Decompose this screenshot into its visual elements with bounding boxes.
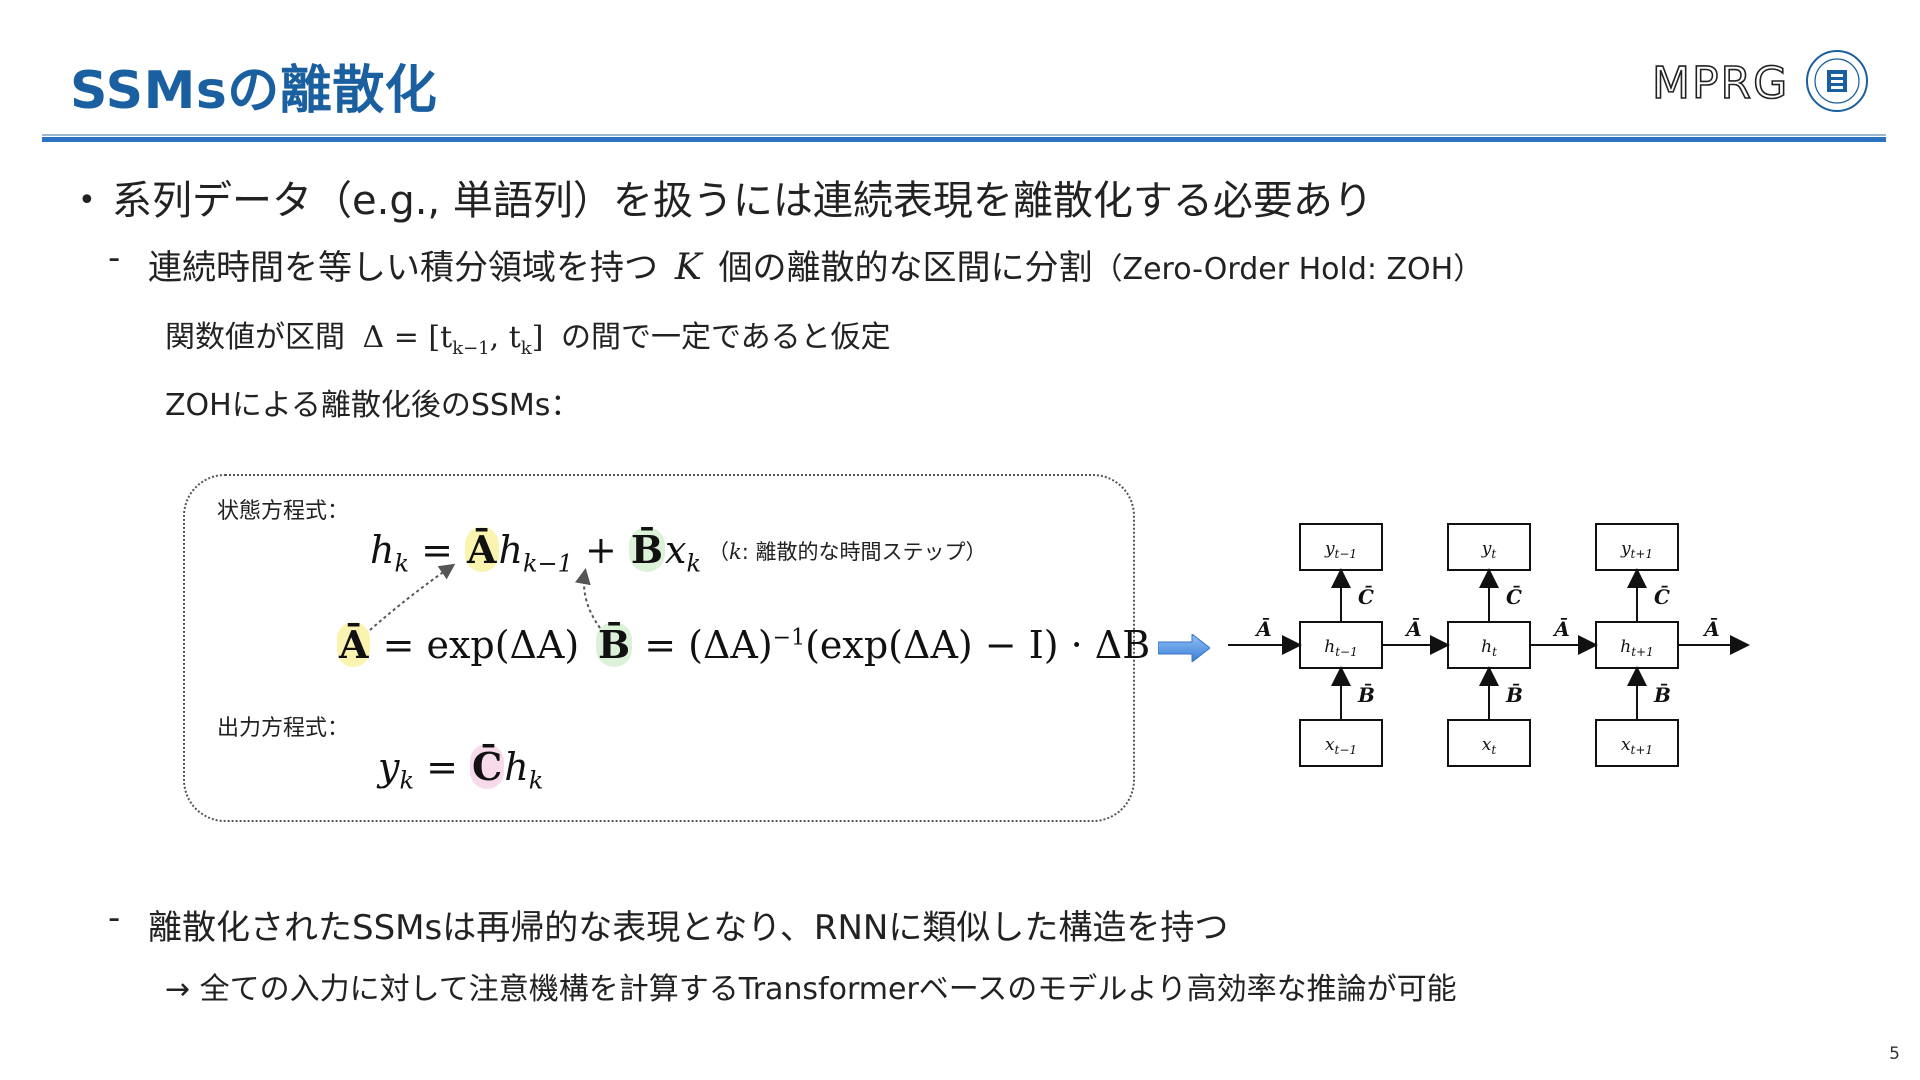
h-node-1-label: ht−1	[1324, 637, 1357, 659]
assume-sub2: k	[520, 338, 532, 359]
B-label-2: B̄	[1505, 682, 1523, 707]
state-k: k	[394, 549, 410, 578]
y-node-3	[1595, 523, 1679, 571]
state-x: x	[665, 528, 687, 572]
y-node-1	[1299, 523, 1383, 571]
state-equation-label: 状態方程式：	[217, 499, 350, 524]
y-node-3-label: yt+1	[1620, 539, 1653, 561]
sub-1-pre: 連続時間を等しい積分領域を持つ	[148, 248, 658, 288]
out-h: h	[504, 745, 529, 789]
state-xk: k	[686, 549, 702, 578]
dash-1: -	[108, 238, 121, 278]
dash-2: -	[108, 898, 121, 938]
state-plus: +	[572, 528, 629, 572]
def-B-rhs1: = (ΔA)	[632, 623, 773, 667]
sub-bullet-2: 離散化されたSSMsは再帰的な表現となり、RNNに類似した構造を持つ	[148, 908, 1229, 948]
state-h: h	[370, 528, 395, 572]
bullet-1-text: 系列データ（e.g., 単語列）を扱うには連続表現を離散化する必要あり	[112, 178, 1373, 224]
assume-post: の間で一定であると仮定	[560, 320, 891, 355]
out-k: k	[399, 766, 415, 795]
def-A-rhs: = exp(ΔA)	[370, 623, 580, 667]
h-node-1	[1299, 621, 1383, 669]
output-equation: yk = C̄hk	[378, 744, 543, 795]
h-node-2	[1447, 621, 1531, 669]
assumption-line: 関数値が区間 Δ = [tk−1, tk] の間で一定であると仮定	[165, 312, 891, 359]
A-label-4: Ā	[1702, 617, 1720, 641]
out-y: y	[378, 745, 400, 789]
sub-bullet-2-arrow-line: → 全ての入力に対して注意機構を計算するTransformerベースのモデルより…	[165, 972, 1457, 1007]
x-node-1-label: xt−1	[1325, 735, 1357, 757]
arrow-B-def	[575, 568, 601, 629]
out-C-bar: C̄	[470, 744, 505, 789]
assume-math: Δ = [t	[362, 320, 453, 355]
slide-title: SSMsの離散化	[70, 61, 438, 121]
B-label-1: B̄	[1357, 682, 1375, 707]
sub-1-var: K	[674, 247, 702, 288]
mprg-logo: MPRG	[1652, 50, 1868, 112]
definition-arrows	[369, 563, 601, 631]
sub-1-post: 個の離散的な区間に分割	[718, 248, 1093, 288]
out-eq: =	[414, 745, 471, 789]
def-B-lhs: B̄	[596, 622, 633, 667]
logo-text: MPRG	[1652, 58, 1789, 109]
header-rule-thin	[42, 134, 1886, 136]
def-A-equation: Ā = exp(ΔA)	[337, 622, 579, 667]
y-node-1-label: yt−1	[1324, 539, 1357, 561]
def-B-sup: −1	[772, 625, 806, 651]
state-A-bar: Ā	[465, 527, 499, 572]
y-node-2	[1447, 523, 1531, 571]
assume-mid: , t	[489, 320, 521, 355]
C-label-2: C̄	[1506, 584, 1522, 609]
header-rule	[42, 137, 1886, 142]
assume-end: ]	[531, 320, 544, 355]
x-node-2-label: xt	[1482, 735, 1497, 757]
rnn-unrolled-diagram: yt−1 ht−1 xt−1 yt ht xt yt+1 ht+1 xt+1 Ā…	[1228, 523, 1750, 767]
x-node-1	[1299, 719, 1383, 767]
def-B-rhs2: (exp(ΔA) − I) · ΔB	[805, 623, 1151, 667]
C-label-1: C̄	[1358, 584, 1374, 609]
page-number: 5	[1889, 1044, 1900, 1064]
A-label-1: Ā	[1254, 617, 1272, 641]
arrow-A-def	[369, 563, 456, 631]
h-node-2-label: ht	[1481, 637, 1497, 659]
assume-pre: 関数値が区間	[165, 320, 345, 355]
zoh-line: ZOHによる離散化後のSSMs：	[165, 388, 581, 423]
def-B-equation: B̄ = (ΔA)−1(exp(ΔA) − I) · ΔB	[596, 622, 1150, 667]
A-label-3: Ā	[1552, 617, 1570, 641]
C-label-3: C̄	[1654, 584, 1670, 609]
bullet-dot: •	[78, 183, 96, 218]
h-node-3-label: ht+1	[1620, 637, 1653, 659]
equation-box	[183, 474, 1135, 822]
step-note-text: : 離散的な時間ステップ）	[741, 540, 987, 564]
x-node-3-label: xt+1	[1621, 735, 1653, 757]
output-equation-label: 出力方程式：	[217, 716, 350, 741]
state-k1: k−1	[523, 549, 573, 578]
state-h2: h	[498, 528, 523, 572]
assume-sub1: k−1	[452, 338, 490, 359]
university-seal-icon	[1806, 50, 1868, 112]
step-note: （k: 離散的な時間ステップ）	[708, 536, 986, 566]
def-A-lhs: Ā	[337, 622, 371, 667]
state-B-bar: B̄	[628, 527, 666, 572]
sub-bullet-1: 連続時間を等しい積分領域を持つ K 個の離散的な区間に分割（Zero-Order…	[148, 240, 1483, 289]
step-note-open: （	[708, 540, 729, 564]
B-label-3: B̄	[1653, 682, 1671, 707]
A-label-2: Ā	[1404, 617, 1422, 641]
y-node-2-label: yt	[1481, 539, 1497, 561]
step-note-var: k	[729, 540, 742, 564]
state-equation: hk = Āhk−1 + B̄xk	[370, 527, 701, 578]
h-node-3	[1595, 621, 1679, 669]
blue-arrow-icon	[1158, 634, 1210, 662]
sub-1-paren: （Zero-Order Hold: ZOH）	[1092, 252, 1484, 287]
out-hk: k	[528, 766, 544, 795]
